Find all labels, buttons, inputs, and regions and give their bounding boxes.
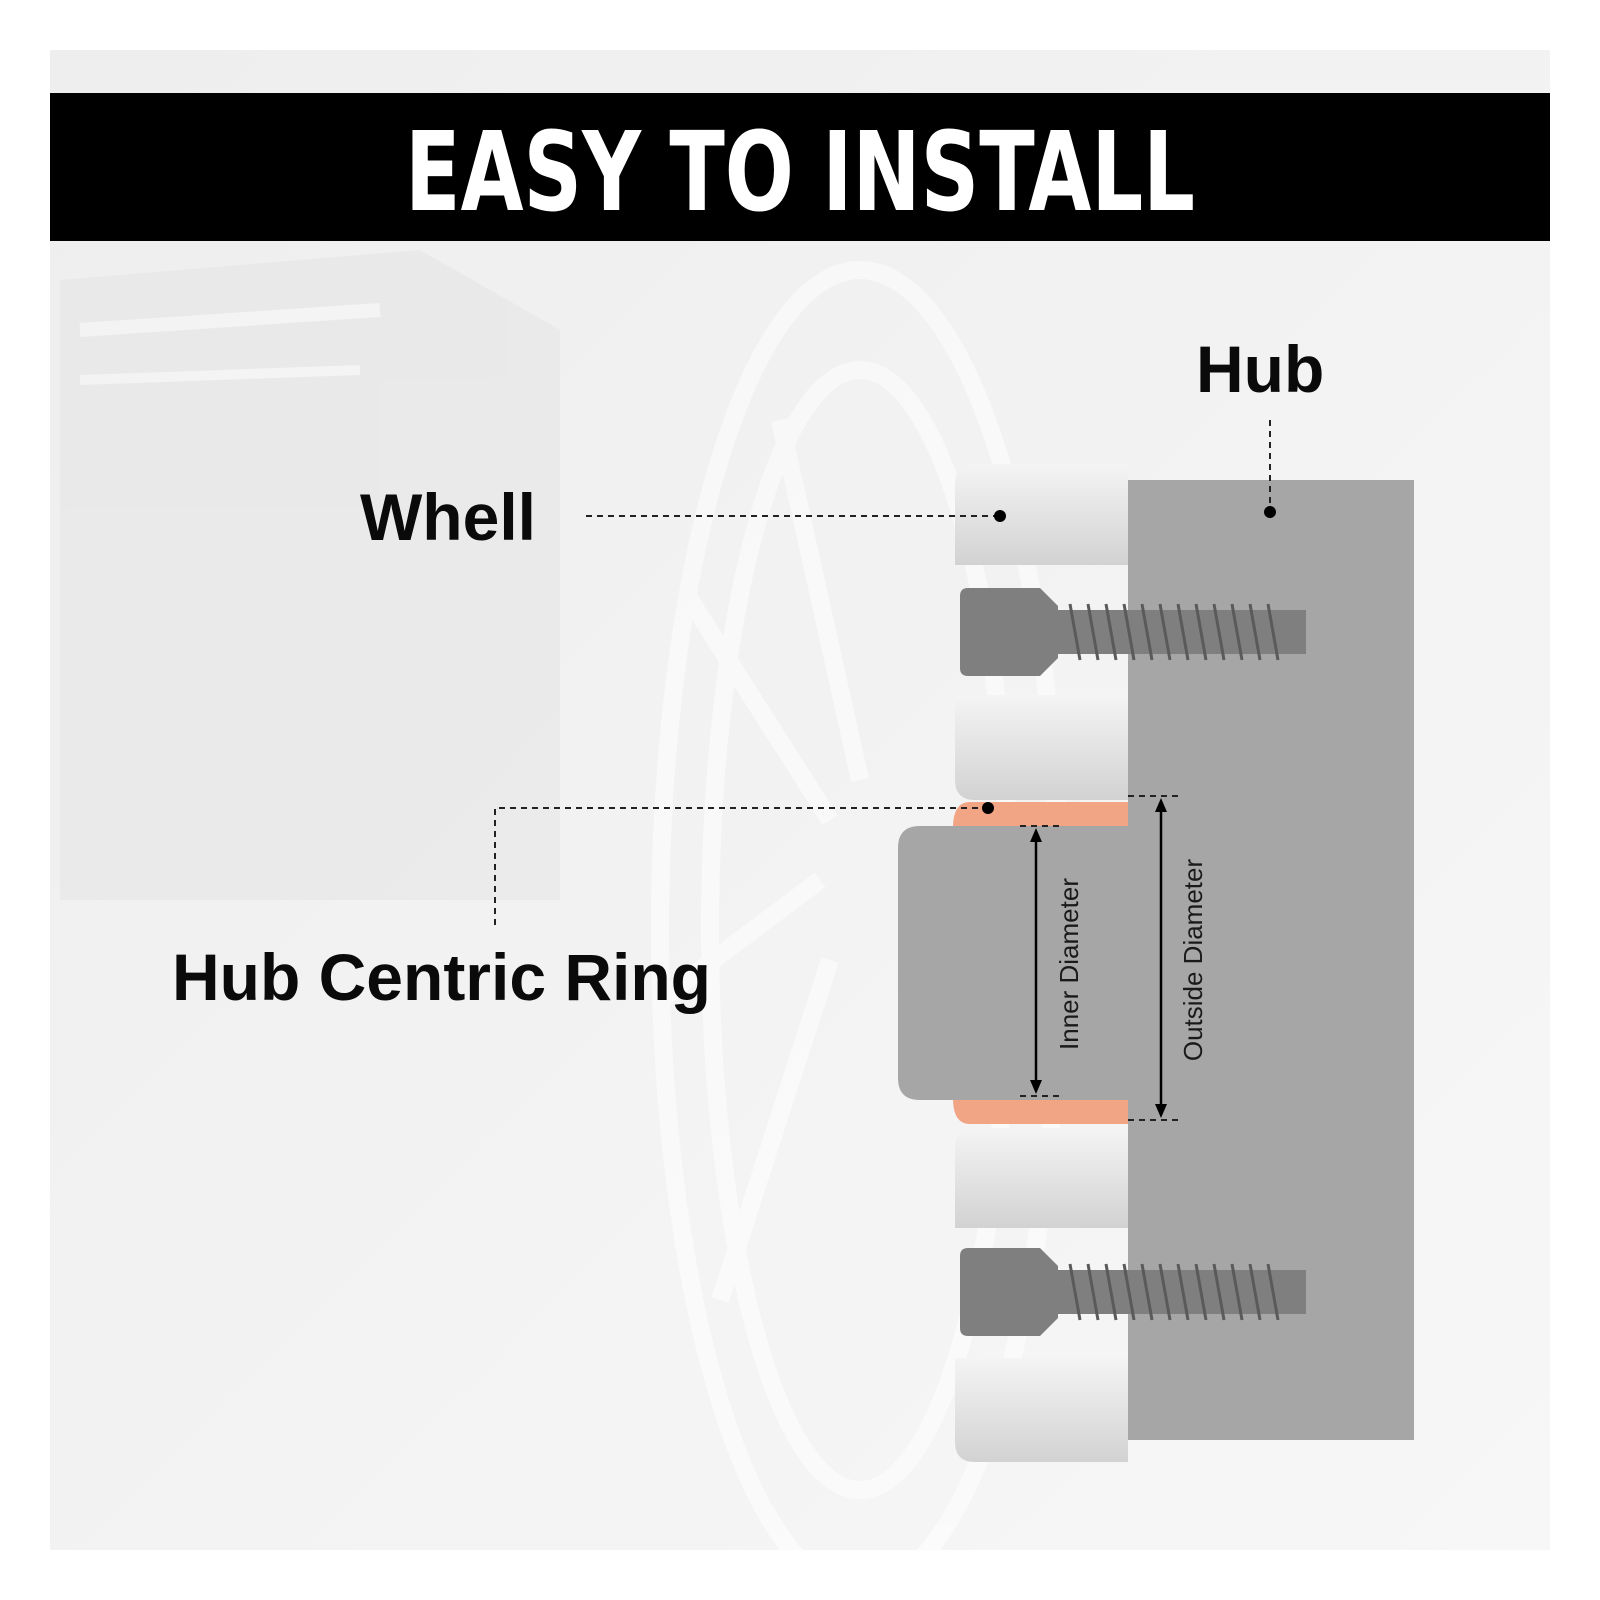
wheel-lower-top	[955, 1128, 1128, 1228]
dimension-arrows	[1030, 798, 1167, 1118]
wheel-upper-bottom	[955, 695, 1128, 800]
upper-bolt	[960, 588, 1306, 676]
leader-dots	[982, 506, 1276, 814]
leader-lines	[494, 420, 1271, 1121]
ring-leader	[494, 807, 986, 925]
inner-diameter-label: Inner Diameter	[1054, 878, 1084, 1050]
ring-label: Hub Centric Ring	[172, 940, 711, 1014]
wheel-dot	[994, 510, 1006, 522]
ring-bottom	[953, 1098, 1128, 1124]
hub-centric-ring	[953, 802, 1128, 1124]
hub-center-bore	[898, 826, 1128, 1100]
title-banner	[50, 93, 1550, 241]
hub-dot	[1264, 506, 1276, 518]
wheel-label: Whell	[360, 480, 536, 554]
outside-diameter-label: Outside Diameter	[1178, 859, 1208, 1062]
lower-bolt	[960, 1248, 1306, 1336]
ring-top	[953, 802, 1128, 828]
ring-dot	[982, 802, 994, 814]
background-car-ghost	[60, 250, 560, 900]
wheel-section	[955, 464, 1128, 1462]
wheel-lower-bottom	[955, 1358, 1128, 1462]
hub-label: Hub	[1196, 332, 1324, 406]
wheel-upper-top	[955, 464, 1128, 565]
banner-title: EASY TO INSTALL	[405, 108, 1195, 236]
